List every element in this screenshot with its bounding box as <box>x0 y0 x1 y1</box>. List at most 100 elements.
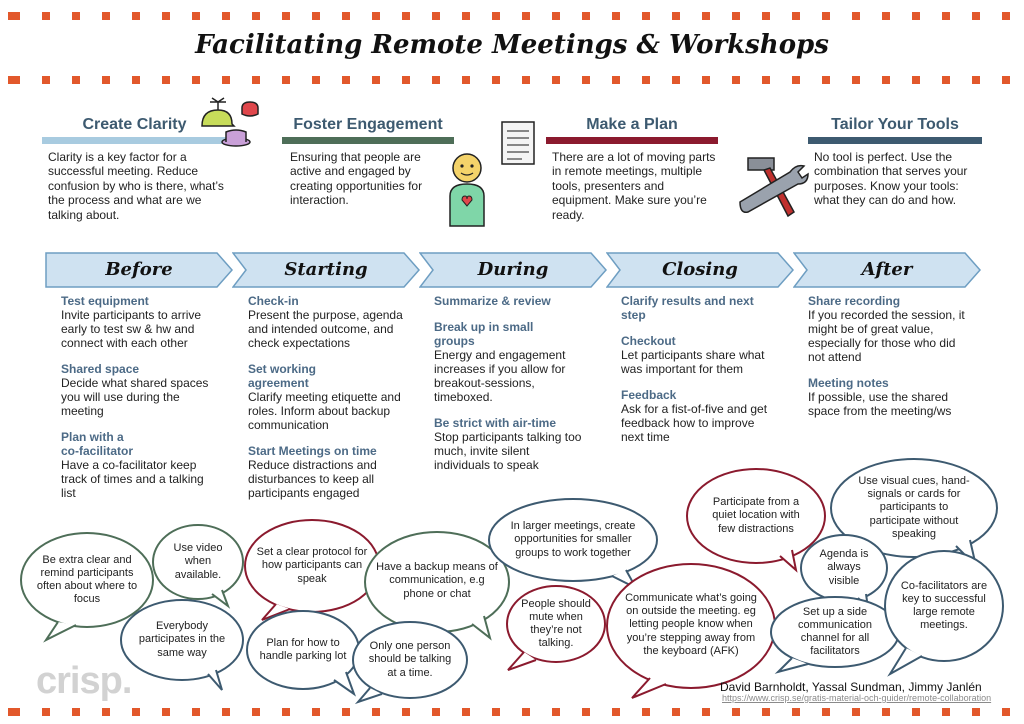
theme-heading: Make a Plan <box>586 116 678 133</box>
item-text: If you recorded the session, it might be… <box>808 308 965 365</box>
theme-foster-engagement: Foster Engagement Ensuring that people a… <box>282 116 454 208</box>
tip-bubble: Use video when available. <box>150 522 246 609</box>
list-item: Clarify results and next step <box>621 294 773 322</box>
tip-text: Set a clear protocol for how participant… <box>256 546 368 585</box>
item-heading: Be strict with air-time <box>434 416 557 431</box>
theme-color-bar <box>546 137 718 144</box>
item-heading: Feedback <box>621 388 677 403</box>
phase-arrow-closing: Closing <box>606 252 794 288</box>
tip-text: Use video when available. <box>173 542 223 581</box>
theme-color-bar <box>808 137 982 144</box>
item-text: Decide what shared spaces you will use d… <box>61 376 209 419</box>
item-heading: Shared space <box>61 362 140 377</box>
top-dash-border <box>0 12 1024 20</box>
theme-color-bar <box>42 137 227 144</box>
item-heading: Checkout <box>621 334 676 349</box>
theme-create-clarity: Create Clarity Clarity is a key factor f… <box>42 116 227 222</box>
item-text: Have a co-facilitator keep track of time… <box>61 458 204 501</box>
source-link[interactable]: https://www.crisp.se/gratis-material-och… <box>722 693 992 703</box>
person-icon <box>449 153 485 227</box>
tip-bubble: Plan for how to handle parking lot <box>244 608 362 697</box>
list-item: Summarize & review <box>434 294 584 308</box>
tip-text: Have a backup means of communication, e.… <box>376 561 498 600</box>
tip-text: Everybody participates in the same way <box>138 620 226 659</box>
page-title: Facilitating Remote Meetings & Workshops <box>195 30 829 60</box>
tip-text: Be extra clear and remind participants o… <box>36 553 138 606</box>
title-dash-border <box>0 76 1024 84</box>
item-heading: Check-in <box>248 294 299 308</box>
tip-bubble: Everybody participates in the same way <box>118 596 246 692</box>
phase-arrow-starting: Starting <box>232 252 420 288</box>
item-text: Reduce distractions and disturbances to … <box>248 458 377 501</box>
hats-icon <box>201 97 259 147</box>
item-heading: Meeting notes <box>808 376 889 391</box>
bottom-dash-border <box>0 708 1024 716</box>
theme-heading: Create Clarity <box>82 116 187 133</box>
theme-tailor-your-tools: Tailor Your Tools No tool is perfect. Us… <box>808 116 982 208</box>
checklist-icon <box>501 121 535 165</box>
tip-bubble: Co-facilitators are key to successful la… <box>882 548 1006 677</box>
item-text: Ask for a fist-of-five and get feedback … <box>621 402 768 445</box>
item-heading: Test equipment <box>61 294 149 308</box>
item-text: Invite participants to arrive early to t… <box>61 308 202 351</box>
item-text: If possible, use the shared space from t… <box>808 390 952 419</box>
phase-label: Before <box>105 259 173 280</box>
item-text: Energy and engagement increases if you a… <box>434 348 566 405</box>
tip-text: In larger meetings, create opportunities… <box>510 520 636 559</box>
tip-bubble: Only one person should be talking at a t… <box>350 618 470 705</box>
theme-make-a-plan: Make a Plan There are a lot of moving pa… <box>546 116 718 222</box>
item-text: Stop participants talking too much, invi… <box>434 430 582 473</box>
tip-text: Use visual cues, hand-signals or cards f… <box>858 475 970 540</box>
item-heading: Start Meetings on time <box>248 444 377 459</box>
phase-column-during: Summarize & review Break up in small gro… <box>434 294 584 484</box>
tip-bubble: People should mute when they’re not talk… <box>504 582 608 674</box>
tip-text: Participate from a quiet location with f… <box>712 496 800 535</box>
tip-text: Agenda is always visible <box>819 548 869 587</box>
tip-text: Communicate what’s going on outside the … <box>625 592 757 657</box>
crisp-logo: crisp. <box>36 660 132 702</box>
theme-heading: Tailor Your Tools <box>831 116 959 133</box>
tip-text: Set up a side communication channel for … <box>798 605 872 658</box>
theme-text: Ensuring that people are active and enga… <box>290 150 423 208</box>
phase-label: During <box>477 259 549 280</box>
phase-label: Starting <box>284 259 368 280</box>
theme-text: There are a lot of moving parts in remot… <box>552 150 716 222</box>
item-heading: Plan with a co-facilitator <box>61 430 134 459</box>
tools-icon <box>739 157 809 218</box>
phase-arrow-before: Before <box>45 252 233 288</box>
item-heading: Clarify results and next step <box>621 294 754 323</box>
tip-bubble: Communicate what’s going on outside the … <box>604 560 778 700</box>
phase-arrow-during: During <box>419 252 607 288</box>
item-text: Clarify meeting etiquette and roles. Inf… <box>248 390 401 433</box>
phase-arrow-after: After <box>793 252 981 288</box>
credits: David Barnholdt, Yassal Sundman, Jimmy J… <box>720 680 982 694</box>
tip-bubble: Use visual cues, hand-signals or cards f… <box>828 456 1000 570</box>
theme-text: Clarity is a key factor for a successful… <box>48 150 224 222</box>
tip-text: Only one person should be talking at a t… <box>368 640 452 679</box>
tip-text: Plan for how to handle parking lot <box>259 636 347 662</box>
tip-bubble: Participate from a quiet location with f… <box>684 466 828 573</box>
item-text: Present the purpose, agenda and intended… <box>248 308 403 351</box>
item-text: Let participants share what was importan… <box>621 348 765 377</box>
tip-bubble: Be extra clear and remind participants o… <box>18 530 156 643</box>
item-heading: Share recording <box>808 294 901 308</box>
theme-heading: Foster Engagement <box>293 116 443 133</box>
item-heading: Break up in small groups <box>434 320 534 349</box>
theme-color-bar <box>282 137 454 144</box>
phase-label: After <box>861 259 913 280</box>
